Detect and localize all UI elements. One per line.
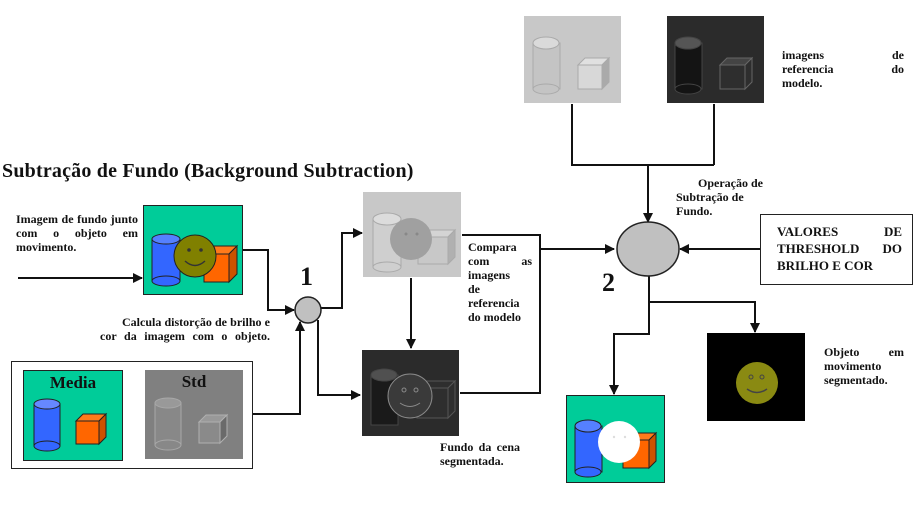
operator-2-number: 2 <box>602 268 615 297</box>
blank-object-mask-icon <box>598 421 640 463</box>
distortion-label: Calcula distorção de brilho e cor da ima… <box>100 315 270 343</box>
justified-word: em <box>888 345 904 359</box>
connector-model-to-op1 <box>251 321 305 415</box>
cylinder-icon <box>33 398 61 452</box>
subtraction-operation-label: Operação de Subtração de Fundo. <box>676 176 763 218</box>
cylinder-icon <box>574 419 603 478</box>
cylinder-icon <box>154 397 182 451</box>
reference-image-dark <box>667 16 764 103</box>
operator-1-node <box>294 296 322 324</box>
operator-2-node <box>616 221 680 277</box>
connector-input-to-op1 <box>242 249 295 315</box>
segmented-background-panel <box>362 350 459 436</box>
segmented-background-label: Fundo da cena segmentada. <box>440 440 520 468</box>
media-label: Media <box>49 373 97 392</box>
smiley-outline-icon <box>387 373 433 419</box>
smiley-icon <box>390 218 432 260</box>
smiley-icon <box>736 362 778 404</box>
cube-icon <box>197 413 229 445</box>
moving-object-output-panel <box>707 333 805 421</box>
smiley-icon <box>173 234 217 278</box>
connector-op2-to-scene <box>609 302 650 395</box>
cylinder-icon <box>532 36 561 95</box>
connector-background-to-compare <box>460 235 541 394</box>
diagram-title: Subtração de Fundo (Background Subtracti… <box>2 160 414 182</box>
operator-1-number: 1 <box>300 262 313 291</box>
connector-op2-to-output <box>648 276 760 333</box>
model-box: Media Std <box>11 361 253 469</box>
justified-word: as <box>521 254 532 268</box>
justified-word: de <box>892 48 904 62</box>
input-image-panel <box>143 205 243 295</box>
cube-icon <box>718 56 754 91</box>
foreground-panel <box>363 192 461 277</box>
connector-ref-light <box>571 104 714 166</box>
scene-with-object-illustration <box>151 233 239 287</box>
reference-image-light <box>524 16 621 103</box>
cube-icon <box>576 56 611 91</box>
input-image-label: Imagem de fundo junto com o objeto em mo… <box>16 212 138 254</box>
std-panel: Std <box>145 370 243 459</box>
scene-without-object-panel <box>566 395 665 483</box>
cylinder-icon <box>674 36 703 95</box>
std-label: Std <box>181 372 207 391</box>
connector-op1-to-background <box>317 320 361 400</box>
justified-word: do <box>891 62 904 76</box>
cube-icon <box>74 412 108 446</box>
media-panel: Media <box>23 370 123 461</box>
connector-op1-to-foreground <box>321 228 363 309</box>
